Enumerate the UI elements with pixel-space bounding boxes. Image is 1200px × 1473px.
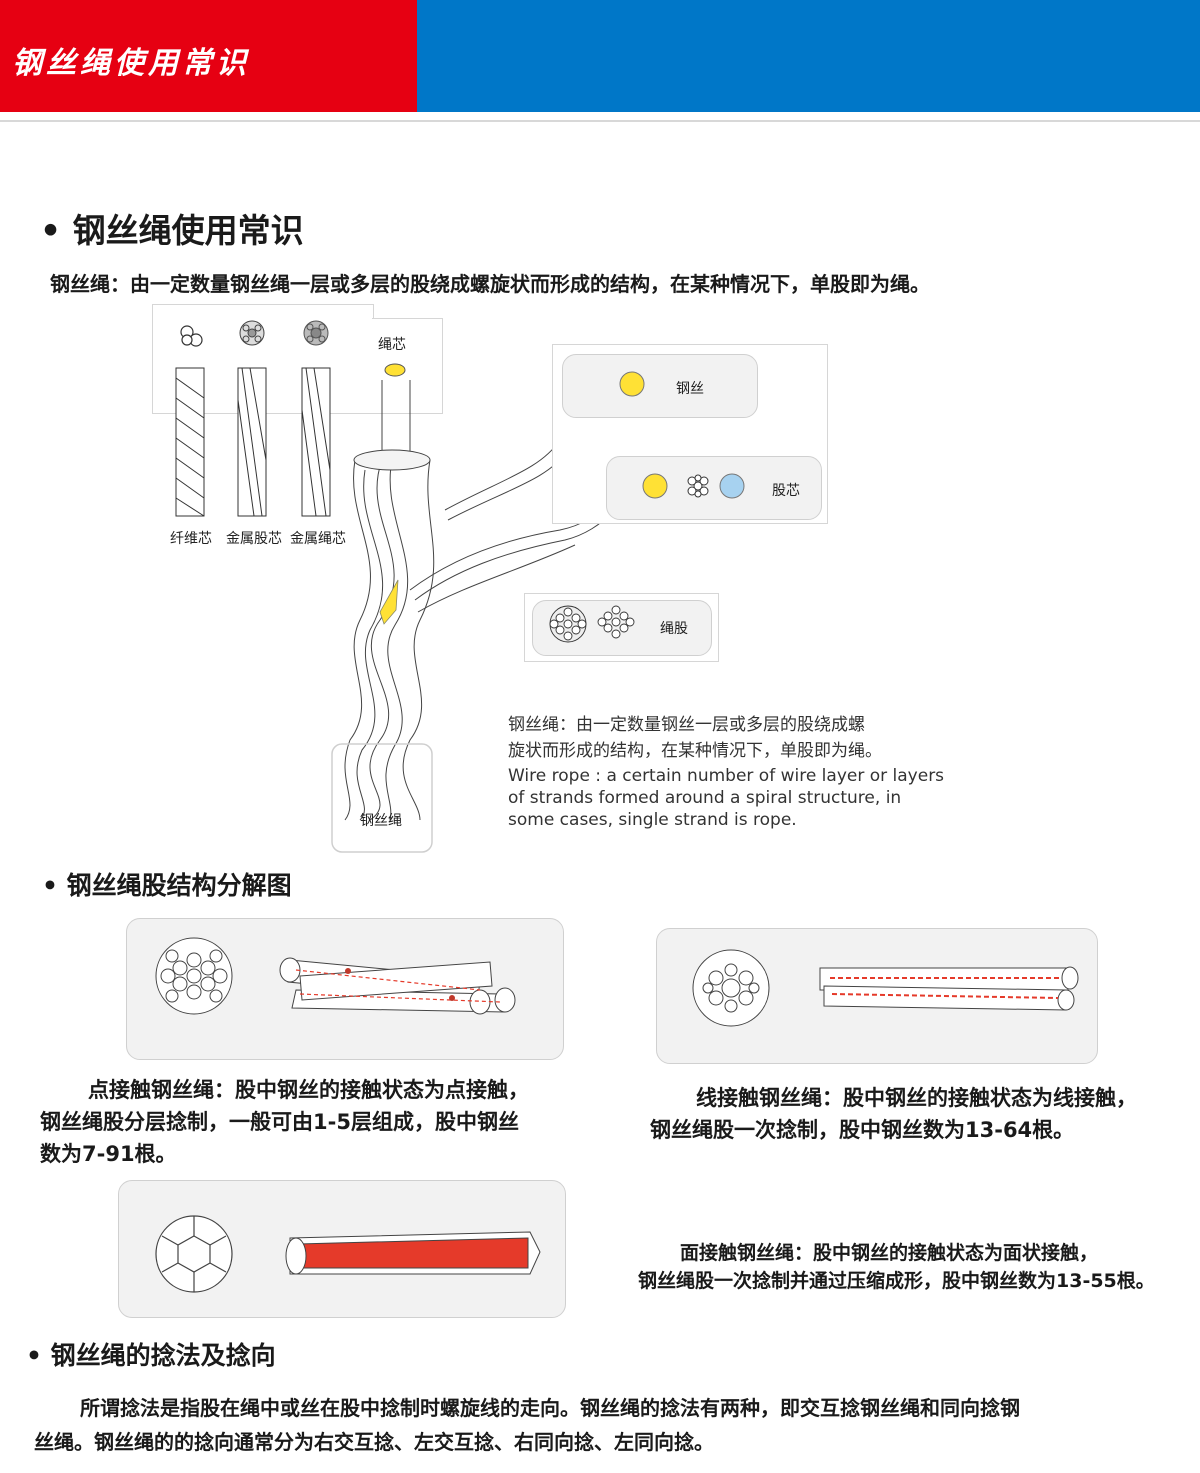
core-label-fiber: 纤维芯: [170, 531, 212, 547]
strand-section-icon-a: [549, 605, 587, 643]
section-title-twist: • 钢丝绳的捻法及捻向: [26, 1341, 276, 1370]
face-contact-desc-2: 钢丝绳股一次捻制并通过压缩成形，股中钢丝数为13-55根。: [638, 1270, 1155, 1292]
note-cn-line-1: 钢丝绳：由一定数量钢丝一层或多层的股绕成螺: [508, 715, 865, 735]
point-contact-desc-1: 点接触钢丝绳：股中钢丝的接触状态为点接触，: [88, 1078, 529, 1102]
wire-rope-yellow-core: [379, 579, 399, 625]
fiber-core-section-icon: [180, 325, 203, 347]
rope-core-panel: [372, 318, 443, 414]
strand-section-icon-b: [597, 605, 635, 639]
metal-strand-core-rope-drawing: [237, 367, 267, 517]
face-contact-section-icon: [155, 1215, 233, 1293]
line-contact-desc-2: 钢丝绳股一次捻制，股中钢丝数为13-64根。: [650, 1118, 1075, 1142]
fiber-core-rope-drawing: [175, 367, 205, 517]
rope-core-label: 绳芯: [378, 337, 406, 353]
header-divider: [0, 120, 1200, 122]
rope-strand-label: 绳股: [660, 621, 688, 637]
wire-label: 钢丝: [676, 381, 704, 397]
header-blue-band: [417, 0, 1200, 112]
strand-yellow-icon: [642, 473, 668, 499]
point-contact-markers: [295, 969, 501, 1003]
rope-core-top-icon: [384, 363, 406, 377]
header-red-band: [0, 0, 417, 112]
strand-cluster-icon: [687, 474, 709, 498]
twist-desc-1: 所谓捻法是指股在绳中或丝在股中捻制时螺旋线的走向。钢丝绳的捻法有两种，即交互捻钢…: [80, 1396, 1020, 1420]
header-title: 钢丝绳使用常识: [12, 46, 250, 81]
core-label-metal-strand: 金属股芯: [226, 531, 282, 547]
note-en-line-2: of strands formed around a spiral struct…: [508, 788, 902, 808]
face-contact-wire: [285, 1231, 541, 1275]
point-contact-desc-3: 数为7-91根。: [40, 1142, 177, 1166]
rope-label: 钢丝绳: [360, 813, 402, 829]
section-title-usage: • 钢丝绳使用常识: [40, 211, 304, 250]
metal-strand-core-section-icon: [239, 320, 265, 346]
line-contact-markers: [830, 977, 1060, 999]
note-en-line-1: Wire rope : a certain number of wire lay…: [508, 766, 945, 786]
metal-rope-core-rope-drawing: [301, 367, 331, 517]
metal-rope-core-section-icon: [303, 320, 329, 346]
rope-label-box: [331, 743, 433, 853]
note-en-line-3: some cases, single strand is rope.: [508, 810, 797, 830]
strand-core-label: 股芯: [772, 483, 800, 499]
strand-blue-icon: [719, 473, 745, 499]
note-cn-line-2: 旋状而形成的结构，在某种情况下，单股即为绳。: [508, 741, 882, 761]
wire-yellow-icon: [619, 371, 645, 397]
point-contact-desc-2: 钢丝绳股分层捻制，一般可由1-5层组成，股中钢丝: [40, 1110, 519, 1134]
rope-definition: 钢丝绳：由一定数量钢丝绳一层或多层的股绕成螺旋状而形成的结构，在某种情况下，单股…: [50, 272, 930, 296]
line-contact-desc-1: 线接触钢丝绳：股中钢丝的接触状态为线接触，: [696, 1086, 1137, 1110]
strand-core-panel: [606, 456, 822, 520]
face-contact-desc-1: 面接触钢丝绳：股中钢丝的接触状态为面状接触，: [680, 1242, 1099, 1264]
wire-panel: [562, 354, 758, 418]
twist-desc-2: 丝绳。钢丝绳的的捻向通常分为右交互捻、左交互捻、右同向捻、左同向捻。: [34, 1430, 714, 1454]
wire-rope-main-drawing: [344, 380, 435, 821]
point-contact-section-icon: [155, 937, 233, 1015]
section-title-structure: • 钢丝绳股结构分解图: [42, 871, 292, 900]
line-contact-section-icon: [692, 949, 770, 1027]
core-label-metal-rope: 金属绳芯: [290, 531, 346, 547]
